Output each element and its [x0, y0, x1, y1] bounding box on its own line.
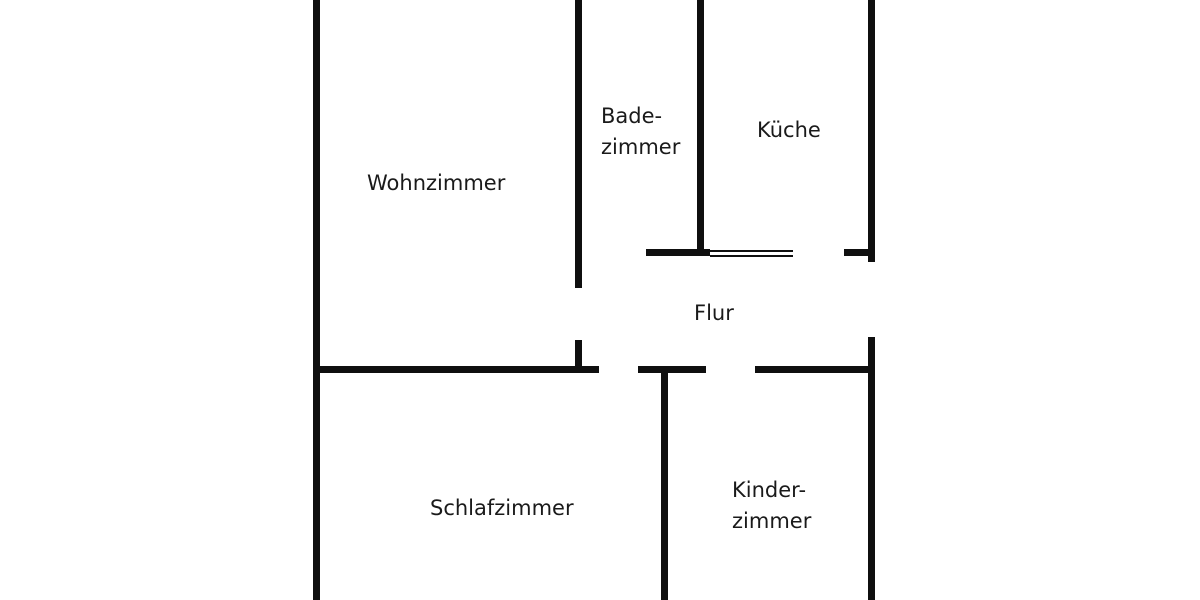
- room-label-line: Bade-: [601, 104, 663, 128]
- wall-flur-bottom-middle: [638, 366, 706, 373]
- room-label-schlafzimmer: Schlafzimmer: [430, 493, 574, 524]
- door-threshold-kueche-upper: [710, 250, 793, 252]
- room-label-line: Schlafzimmer: [430, 496, 574, 520]
- door-threshold-kueche-lower: [710, 255, 793, 257]
- room-label-kueche: Küche: [757, 115, 821, 146]
- wall-schlafzimmer-top: [313, 366, 599, 373]
- room-label-kinderzimmer: Kinder- zimmer: [732, 475, 811, 537]
- wall-exterior-left: [313, 0, 320, 600]
- wall-wohnzimmer-badezimmer: [575, 0, 582, 288]
- wall-flur-left-stub-lower: [575, 340, 582, 373]
- room-label-line: Kinder-: [732, 478, 807, 502]
- wall-flur-bottom-right: [755, 366, 875, 373]
- room-label-line: Wohnzimmer: [367, 171, 506, 195]
- room-label-line: Flur: [694, 301, 734, 325]
- room-label-line: zimmer: [732, 509, 812, 533]
- wall-flur-top-right-segment: [844, 249, 868, 256]
- wall-exterior-right-upper: [868, 0, 875, 262]
- wall-badezimmer-kueche: [697, 0, 704, 256]
- room-label-flur: Flur: [694, 298, 734, 329]
- room-area-schlafzimmer: [320, 373, 661, 600]
- room-label-line: Küche: [757, 118, 821, 142]
- room-label-line: zimmer: [601, 135, 681, 159]
- room-label-badezimmer: Bade- zimmer: [601, 101, 680, 163]
- wall-schlafzimmer-kinderzimmer: [661, 366, 668, 600]
- wall-flur-top-middle-segment: [646, 249, 710, 256]
- wall-exterior-right-lower: [868, 337, 875, 600]
- room-label-wohnzimmer: Wohnzimmer: [367, 168, 505, 199]
